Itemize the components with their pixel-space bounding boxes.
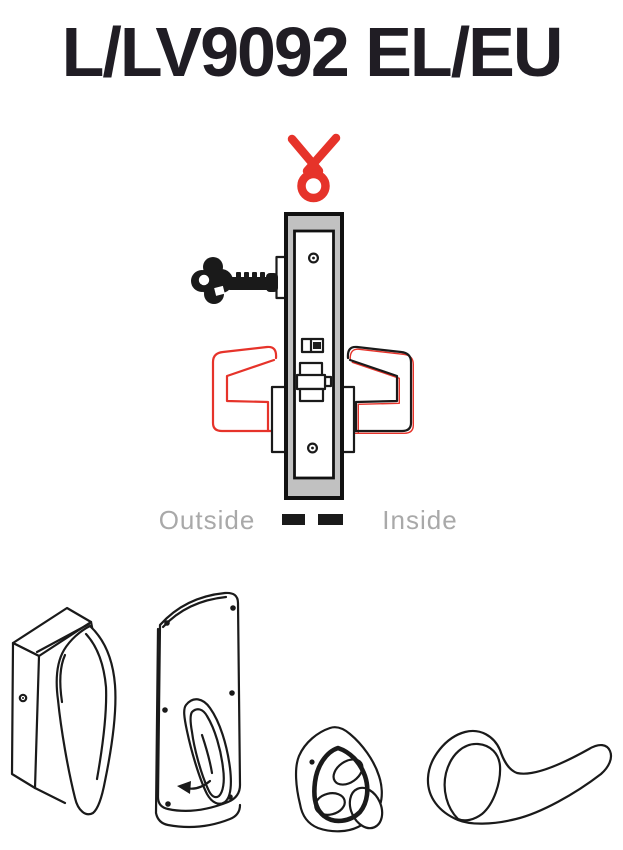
- lever-body: [426, 729, 613, 825]
- faceplate-screw-bottom: [307, 442, 319, 454]
- escutcheon-left-face: [10, 641, 41, 790]
- latchbolt: [300, 337, 325, 354]
- page-title: L/LV9092 EL/EU: [61, 13, 564, 91]
- inside-lever-red-offset-inner: [351, 361, 400, 434]
- faceplate-screw-top: [308, 252, 320, 264]
- rose-screw: [309, 759, 315, 765]
- inside-lever: [340, 345, 414, 434]
- key-bow-notch: [214, 285, 225, 296]
- outside-label: Outside: [159, 505, 256, 535]
- key-silhouette: [191, 257, 278, 304]
- lower-cutout: [314, 792, 346, 816]
- inside-lever-inner: [348, 358, 399, 433]
- lever-hub-face: [443, 742, 502, 822]
- red-ribbon-icon: [287, 133, 341, 203]
- outside-lever-outer: [211, 345, 284, 433]
- divider-dashes: [282, 514, 343, 525]
- ribbon-right-arm: [302, 133, 341, 176]
- upper-cutout: [332, 758, 364, 786]
- outside-escutcheon-paddle-drawing: [10, 606, 117, 816]
- rose-cylinder-trim-drawing: [294, 726, 384, 833]
- inside-lever-outer: [340, 345, 413, 433]
- key-bow-hole: [198, 274, 210, 286]
- outside-lever: [211, 345, 284, 433]
- paddle-handle: [55, 624, 117, 816]
- key-icon: [191, 255, 289, 304]
- lock-faceplate: [293, 229, 335, 480]
- cylinder-barrel: [348, 786, 384, 830]
- rotation-arrow: [177, 779, 212, 794]
- rose-boss: [312, 745, 370, 824]
- ribbon-loop: [297, 169, 330, 203]
- inside-label: Inside: [382, 505, 457, 535]
- deadbolt: [295, 361, 333, 403]
- outside-lever-inner: [225, 358, 276, 433]
- inside-escutcheon-thumbturn-drawing: [154, 591, 242, 829]
- lock-function-diagram: Outside Inside: [159, 133, 457, 535]
- escutcheon-screw: [18, 693, 28, 703]
- lever-handle-drawing: [426, 729, 613, 825]
